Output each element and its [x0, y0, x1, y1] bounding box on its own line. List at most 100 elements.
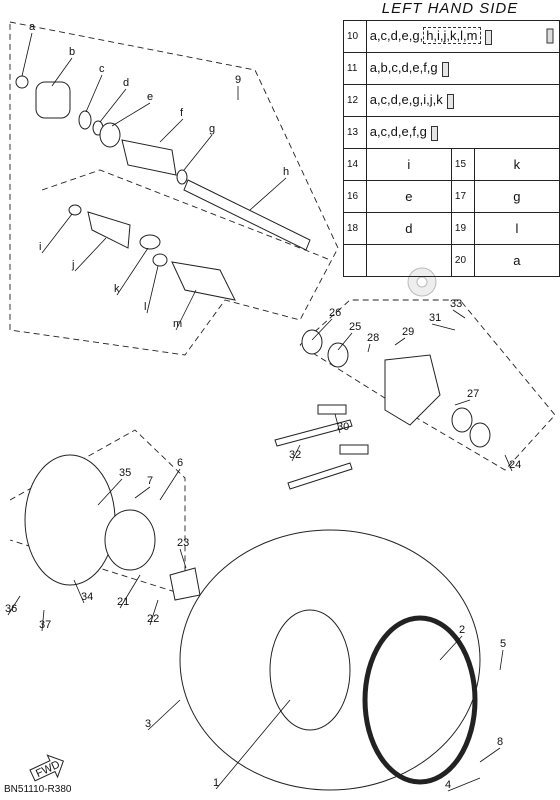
- row-contents-text: a,c,d,e,g,i,j,k: [369, 92, 443, 108]
- callout-j: j: [71, 259, 74, 271]
- band-e: [99, 122, 121, 148]
- callout-f: f: [180, 107, 184, 119]
- band-g: [176, 169, 188, 185]
- circlip-a: [15, 75, 29, 89]
- row-number: 18: [343, 212, 367, 245]
- callout-31: 31: [429, 312, 441, 324]
- grease-tube-icon: [441, 61, 449, 77]
- leader-line-2: [439, 635, 463, 661]
- leader-line-7: [134, 486, 151, 499]
- leader-line-m: [175, 289, 197, 331]
- row-number: 13: [343, 116, 367, 149]
- hub-6: [104, 509, 156, 571]
- callout-h: h: [283, 166, 289, 178]
- leader-line-28: [367, 343, 371, 353]
- row-contents: d: [365, 212, 452, 245]
- band-k: [139, 234, 161, 250]
- callout-29: 29: [402, 326, 414, 338]
- callout-k: k: [114, 283, 120, 295]
- leader-line-e: [111, 102, 151, 127]
- bearing-25-right: [451, 407, 473, 433]
- leader-line-6: [159, 468, 181, 501]
- grease-tube-icon: [446, 93, 454, 109]
- row-contents-text: a,b,c,d,e,f,g: [369, 60, 438, 76]
- fwd-arrow: FWD: [29, 754, 64, 782]
- callout-22: 22: [147, 613, 159, 625]
- callout-8: 8: [497, 736, 503, 748]
- boot-j: [87, 211, 131, 249]
- row-number-2: 17: [450, 180, 475, 213]
- leader-line-h: [249, 177, 287, 211]
- grease-tube-icon: [484, 29, 492, 45]
- row-number: 12: [343, 84, 367, 117]
- row-contents: [365, 244, 452, 277]
- row-contents-text: a,c,d,e,g,: [369, 28, 424, 44]
- row-number: 16: [343, 180, 367, 213]
- leader-line-1: [215, 699, 291, 790]
- callout-28: 28: [367, 332, 379, 344]
- leader-line-22: [149, 599, 159, 626]
- row-contents-2: l: [473, 212, 560, 245]
- row-number-2: 15: [450, 148, 475, 181]
- callout-i: i: [39, 241, 41, 253]
- leader-line-32: [291, 444, 301, 462]
- row-contents: e: [365, 180, 452, 213]
- callout-g: g: [209, 123, 215, 135]
- row-contents: i: [365, 148, 452, 181]
- leader-line-29: [394, 337, 406, 346]
- leader-line-b: [51, 57, 73, 87]
- row-boxed-contents: h,i,j,k,l,m: [423, 27, 481, 45]
- driveshaft-group-outline: [9, 21, 339, 356]
- row-number: 11: [343, 52, 367, 85]
- leader-line-k: [116, 247, 149, 296]
- oil-seal-26-right: [469, 422, 491, 448]
- row-contents-2: k: [473, 148, 560, 181]
- callout-5: 5: [500, 638, 506, 650]
- knuckle: [384, 354, 441, 426]
- callout-27: 27: [467, 388, 479, 400]
- leader-line-l: [146, 265, 159, 314]
- drawing-code: BN51110-R380: [4, 784, 72, 795]
- hub-nut-23: [169, 567, 201, 601]
- joint-m: [171, 261, 236, 301]
- beadlock-ring-2: [362, 615, 478, 785]
- callout-3: 3: [145, 718, 151, 730]
- row-contents-2: a: [473, 244, 560, 277]
- oil-seal-26-left: [301, 329, 323, 355]
- leader-line-i: [41, 213, 73, 254]
- callout-2: 2: [459, 624, 465, 636]
- leader-line-a: [21, 32, 33, 77]
- row-number: 10: [343, 20, 367, 53]
- callout-b: b: [69, 46, 75, 58]
- grease-tube-icon: [430, 125, 438, 141]
- brake-disc-34: [24, 454, 116, 586]
- callout-26: 26: [329, 307, 341, 319]
- callout-m: m: [173, 318, 182, 330]
- callout-4: 4: [445, 779, 451, 791]
- callout-1: 1: [213, 777, 219, 789]
- callout-23: 23: [177, 537, 189, 549]
- leader-line-8: [479, 747, 501, 763]
- callout-c: c: [99, 63, 105, 75]
- leader-line-c: [85, 74, 103, 113]
- leader-line-3: [147, 699, 181, 731]
- row-number: [343, 244, 367, 277]
- callout-34: 34: [81, 591, 93, 603]
- leader-line-33: [452, 309, 466, 319]
- callout-24: 24: [509, 459, 521, 471]
- table-title: LEFT HAND SIDE: [343, 0, 557, 18]
- hub-group-outline: [9, 429, 186, 596]
- callout-33: 33: [450, 298, 462, 310]
- row-contents-text: a,c,d,e,f,g: [369, 124, 427, 140]
- band-i: [68, 204, 82, 216]
- leader-line-36: [7, 595, 21, 616]
- callout-a: a: [29, 21, 36, 33]
- row-contents-2: g: [473, 180, 560, 213]
- row-contents: a,b,c,d,e,f,g: [365, 52, 560, 85]
